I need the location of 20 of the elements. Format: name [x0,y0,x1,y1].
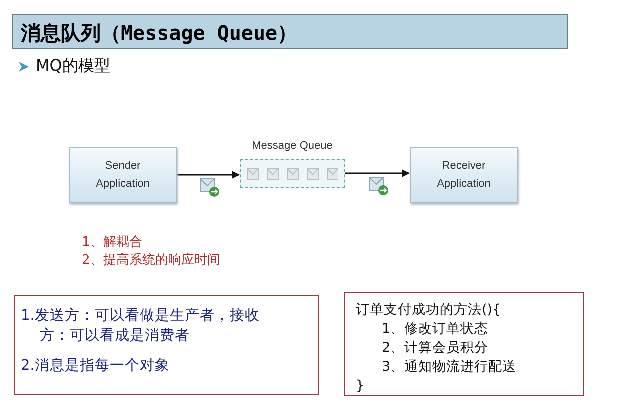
note-text: 2、提高系统的响应时间 [82,252,220,269]
note-box [14,295,319,395]
code-line: 2、计算会员积分 [381,339,490,358]
application-box [69,147,177,203]
box-label: Sender Application [95,159,151,192]
code-line: 3、通知物流进行配送 [381,358,518,377]
application-box [410,147,518,203]
box-label: Receiver Application [436,159,492,192]
code-line: 1、修改订单状态 [381,320,490,339]
subtitle: MQ的模型 [36,56,110,77]
queue-label: Message Queue [251,140,334,152]
arrow [177,171,240,179]
note-text: 1.发送方：可以看做是生产者，接收方：可以看成是消费者 [21,306,261,346]
code-line: 订单支付成功的方法(){ [356,301,502,320]
note-text: 1、解耦合 [82,234,142,251]
code-line: } [356,377,366,396]
slide-title: 消息队列（Message Queue） [12,14,568,49]
code-box [344,292,584,396]
arrow [345,170,410,178]
note-text: 2.消息是指每一个对象 [21,357,171,376]
